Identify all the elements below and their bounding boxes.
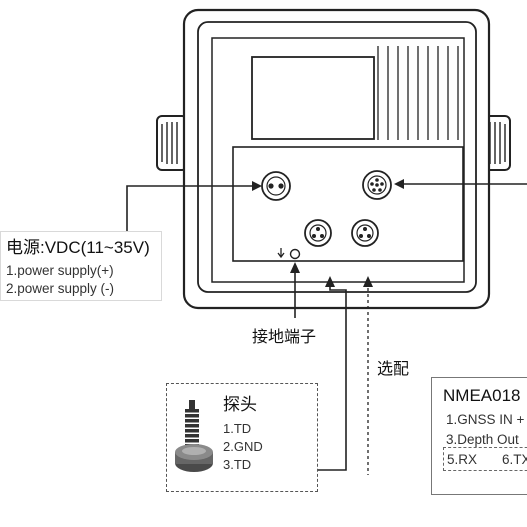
nmea-connector: [362, 170, 392, 200]
probe-drawing-layer: [175, 400, 213, 472]
probe-illustration-icon: [175, 400, 213, 472]
power-supply-title: 电源:VDC(11~35V): [6, 238, 150, 257]
vent-grille: [377, 46, 459, 140]
nmea-item-3: 3.Depth Out: [446, 432, 519, 447]
left-mount-knob: [156, 115, 188, 171]
optional-label: 选配: [377, 361, 410, 378]
nmea-item-5: 5.RX: [447, 452, 478, 467]
power-supply-item-2: 2.power supply (-): [6, 281, 115, 296]
probe-item-2: 2.GND: [223, 439, 263, 454]
probe-item-3: 3.TD: [223, 457, 252, 472]
ground-symbol-icon: [277, 248, 285, 259]
display-screen: [251, 56, 375, 140]
connector-plate: [232, 146, 464, 262]
nmea-box: NMEA018 1.GNSS IN + 3.Depth Out 5.RX 6.T…: [431, 377, 527, 495]
nmea-pin-row: 5.RX 6.TX: [443, 447, 527, 471]
nmea-item-6: 6.TX: [502, 452, 527, 467]
probe-title: 探头: [223, 395, 257, 414]
probe-item-1: 1.TD: [223, 421, 252, 436]
transducer-connector-2: [351, 219, 379, 247]
power-connector: [261, 171, 291, 201]
power-supply-item-1: 1.power supply(+): [6, 263, 114, 278]
power-supply-box: 电源:VDC(11~35V) 1.power supply(+) 2.power…: [0, 231, 162, 301]
nmea-title: NMEA018: [443, 386, 521, 405]
ground-terminal-label: 接地端子: [252, 329, 317, 346]
ground-terminal-screw: [289, 248, 301, 260]
nmea-item-1: 1.GNSS IN +: [446, 412, 525, 427]
power-wire: [126, 185, 258, 234]
transducer-connector-1: [304, 219, 332, 247]
probe-wire: [318, 282, 347, 471]
